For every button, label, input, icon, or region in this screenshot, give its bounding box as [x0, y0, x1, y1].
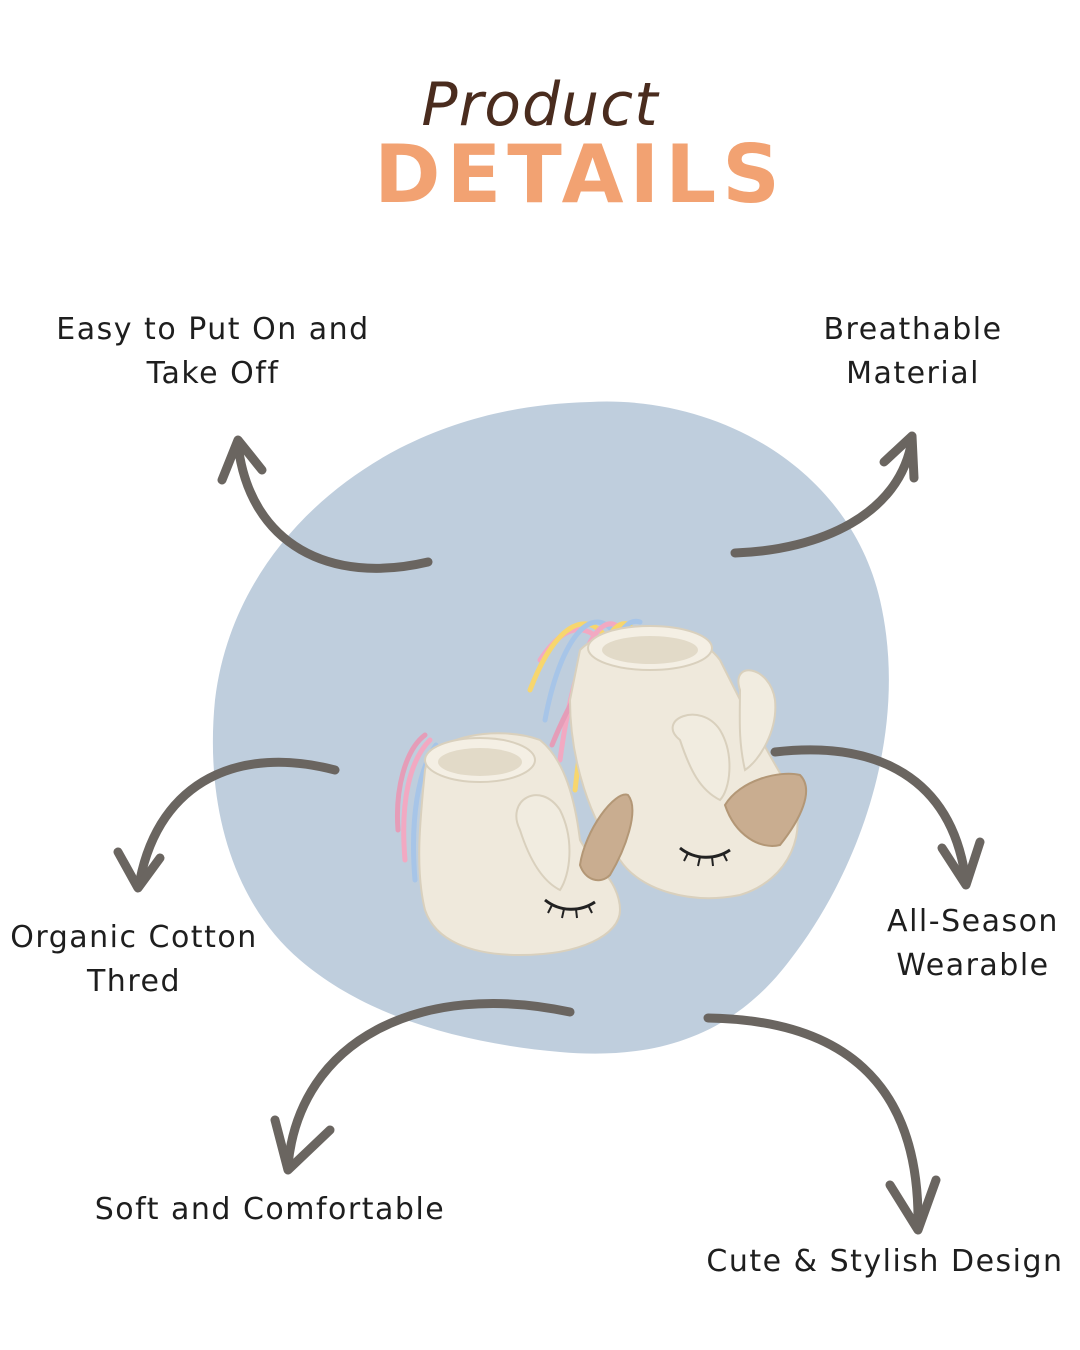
curved-arrow-icon [113, 757, 340, 893]
curved-arrow-icon [703, 1013, 941, 1235]
feature-label-line2: Material [846, 356, 980, 391]
feature-cute-stylish: Cute & Stylish Design [700, 1240, 1070, 1284]
feature-easy-to-put-on: Easy to Put On and Take Off [40, 308, 386, 396]
feature-label-line2: Thred [86, 964, 181, 999]
feature-label-line2: Take Off [146, 356, 280, 391]
title-product: Product [421, 70, 659, 140]
feature-label-line1: Breathable [823, 312, 1003, 347]
unicorn-booties-image [395, 618, 808, 957]
feature-breathable-material: Breathable Material [790, 308, 1036, 396]
feature-label-line1: Soft and Comfortable [94, 1192, 446, 1227]
feature-soft-comfortable: Soft and Comfortable [80, 1188, 460, 1232]
feature-label-line1: Cute & Stylish Design [706, 1244, 1064, 1279]
curved-arrow-icon [270, 999, 575, 1175]
title-details: DETAILS [374, 128, 786, 221]
background-blob [212, 401, 889, 1054]
curved-arrow-icon [770, 745, 985, 890]
feature-label-line1: Easy to Put On and [56, 312, 370, 347]
curved-arrow-icon [217, 435, 433, 573]
feature-organic-cotton: Organic Cotton Thred [0, 916, 268, 1004]
feature-label-line1: Organic Cotton [10, 920, 258, 955]
curved-arrow-icon [730, 431, 919, 558]
feature-label-line1: All-Season [887, 904, 1059, 939]
feature-all-season: All-Season Wearable [870, 900, 1076, 988]
feature-label-line2: Wearable [896, 948, 1050, 983]
